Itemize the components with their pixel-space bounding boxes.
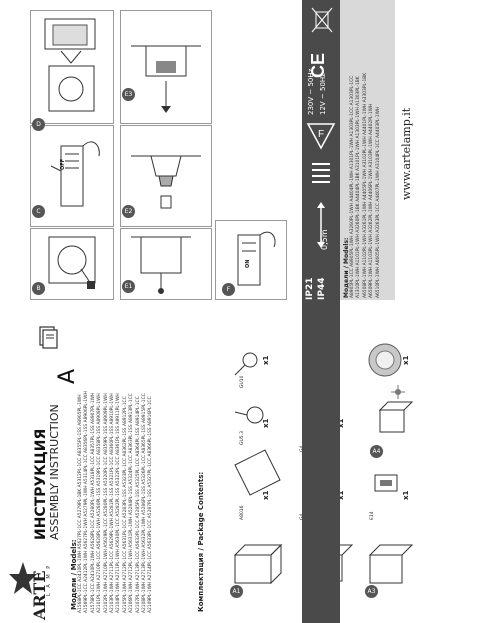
led-spot-icon xyxy=(368,343,402,377)
wiring-off-illustration xyxy=(50,141,100,207)
spec-ip21: IP21 xyxy=(305,277,315,300)
title-ru: ИНСТРУКЦИЯ xyxy=(33,428,49,540)
part-label: E14 xyxy=(370,511,375,520)
brand-subname: L A M P xyxy=(46,563,52,596)
qty-label: x1 xyxy=(402,490,410,500)
step-label-c: C xyxy=(32,205,45,218)
models-header: Модели / Models: xyxy=(70,539,78,610)
title-en: ASSEMBLY INSTRUCTION xyxy=(48,404,61,540)
model-row: A2109PL-1WH A2714PL-1CC A5633PL-1CC A528… xyxy=(148,396,154,613)
off-label: OFF xyxy=(60,158,66,170)
ce-text: CE xyxy=(308,52,328,78)
ceiling-cutout-illustration xyxy=(44,18,96,112)
doc-icon xyxy=(38,325,58,353)
ce-mark: CE xyxy=(306,40,336,80)
disposal-icon xyxy=(310,6,334,38)
model-row: A6510PL-1WH A6605PL-1WH A3263PL-1CC A440… xyxy=(375,106,381,298)
fixture-install-illustration xyxy=(131,236,191,294)
box-icon xyxy=(378,401,414,433)
step-label-d: D xyxy=(32,118,45,131)
spec-ip44: IP44 xyxy=(317,277,327,300)
f-mark-icon: F xyxy=(306,120,336,154)
box-icon xyxy=(368,544,414,584)
part-label: A8016 xyxy=(240,505,245,520)
socket-icon xyxy=(374,474,398,492)
models-bottom-band xyxy=(340,0,395,300)
models-bottom-header: Модели / Models: xyxy=(343,237,350,298)
on-label: ON xyxy=(245,259,251,268)
bulb-gu53-icon xyxy=(234,406,264,424)
step-label-f: F xyxy=(222,283,235,296)
distance-icon xyxy=(306,200,336,250)
wall-install-illustration xyxy=(48,236,96,289)
step-label-a1: A1 xyxy=(230,585,243,598)
step-label-e2: E2 xyxy=(122,205,135,218)
step-panel-e1 xyxy=(120,228,212,300)
sun-icon xyxy=(391,385,405,399)
bulb-gu10-icon xyxy=(234,352,258,376)
step-label-e1: E1 xyxy=(122,280,135,293)
step-label-a4: A4 xyxy=(370,445,383,458)
website: www.artelamp.it xyxy=(400,107,413,200)
step-label-a3: A3 xyxy=(365,585,378,598)
part-label: GU10 xyxy=(240,375,245,388)
qty-label: x1 xyxy=(262,355,270,365)
socket-fixture-illustration xyxy=(131,45,201,113)
part-label: GU5.3 xyxy=(240,431,245,445)
frame-icon xyxy=(234,449,281,496)
models-bottom-list: A8905PL-1CC A8905PL-1WH A3260PL-1WH A440… xyxy=(350,6,382,298)
brand-logo xyxy=(8,560,38,618)
step-label-e3: E3 xyxy=(122,88,135,101)
step-panel-e3 xyxy=(120,10,212,124)
package-header: Комплектация / Package Contents: xyxy=(197,471,205,612)
models-list: A1568PL-1CC A2410PL-1WH A5627PL-1CC A527… xyxy=(78,313,155,613)
step-panel-d xyxy=(30,10,114,124)
crystal-fixture-illustration xyxy=(131,155,201,209)
spec-band xyxy=(302,0,340,623)
step-label-b: B xyxy=(32,282,45,295)
svg-text:F: F xyxy=(318,129,324,140)
wiring-on-illustration xyxy=(237,231,276,286)
title-letter: A xyxy=(55,368,80,384)
qty-label: x1 xyxy=(262,490,270,500)
step-panel-e2 xyxy=(120,125,212,227)
step-panel-f xyxy=(215,220,287,300)
brand-star-icon xyxy=(9,562,37,594)
qty-label: x1 xyxy=(402,355,410,365)
cable-icon xyxy=(308,160,334,200)
box-icon xyxy=(233,543,283,585)
spec-distance: 0,5m xyxy=(320,229,329,250)
qty-label: x1 xyxy=(262,418,270,428)
